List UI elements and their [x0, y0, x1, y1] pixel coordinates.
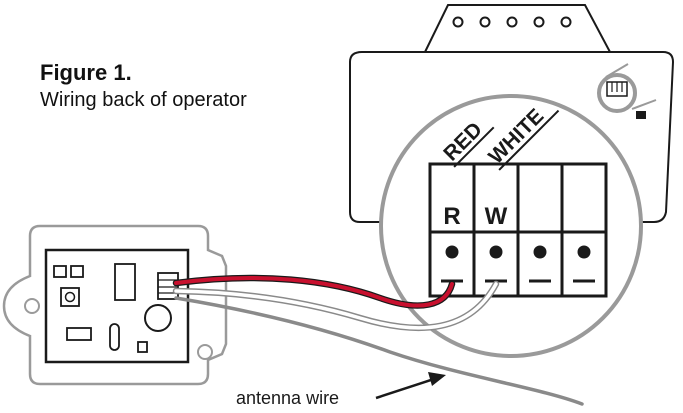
antenna-wire-label: antenna wire	[236, 388, 339, 408]
connector-hole	[533, 16, 545, 28]
antenna-arrow	[375, 372, 446, 400]
receiver-module	[2, 224, 228, 386]
connector-hole	[479, 16, 491, 28]
wires	[172, 274, 584, 406]
terminal-label-r: R	[443, 203, 460, 230]
terminal-callout	[597, 63, 657, 119]
antenna-wire	[174, 296, 584, 406]
connector-hole	[560, 16, 572, 28]
terminal-screw-w	[489, 245, 503, 259]
learn-button-icon	[64, 291, 76, 303]
terminal-screw-r	[445, 245, 459, 259]
operator-top-connector	[423, 4, 612, 53]
terminal-screw	[533, 245, 547, 259]
connector-hole	[506, 16, 518, 28]
terminal-screw	[577, 245, 591, 259]
terminal-label-w: W	[485, 203, 508, 230]
terminal-block: R W	[428, 162, 608, 298]
connector-hole	[452, 16, 464, 28]
figure-title: Figure 1.	[40, 60, 132, 85]
figure-subtitle: Wiring back of operator	[40, 89, 247, 111]
